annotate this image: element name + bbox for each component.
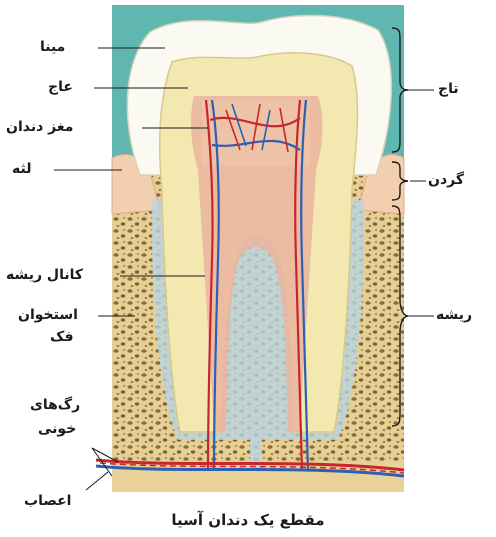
label-pulp: مغز دندان bbox=[6, 120, 73, 134]
label-nerves: اعصاب bbox=[24, 494, 71, 508]
label-blood-vessels-line1: رگ‌های bbox=[30, 398, 80, 412]
label-neck: گردن bbox=[428, 173, 464, 187]
label-blood-vessels-line2: خونی bbox=[38, 422, 76, 436]
label-gum: لثه bbox=[12, 162, 31, 176]
label-root-canal: کانال ریشه bbox=[6, 268, 83, 282]
label-root: ریشه bbox=[436, 308, 472, 322]
label-enamel: مینا bbox=[40, 40, 65, 54]
figure-caption: مقطع یک دندان آسیا bbox=[0, 511, 496, 529]
label-jaw-bone-line1: استخوان bbox=[18, 308, 78, 322]
label-crown: تاج bbox=[438, 82, 459, 96]
label-dentin: عاج bbox=[48, 80, 73, 94]
label-jaw-bone-line2: فک bbox=[50, 330, 74, 344]
